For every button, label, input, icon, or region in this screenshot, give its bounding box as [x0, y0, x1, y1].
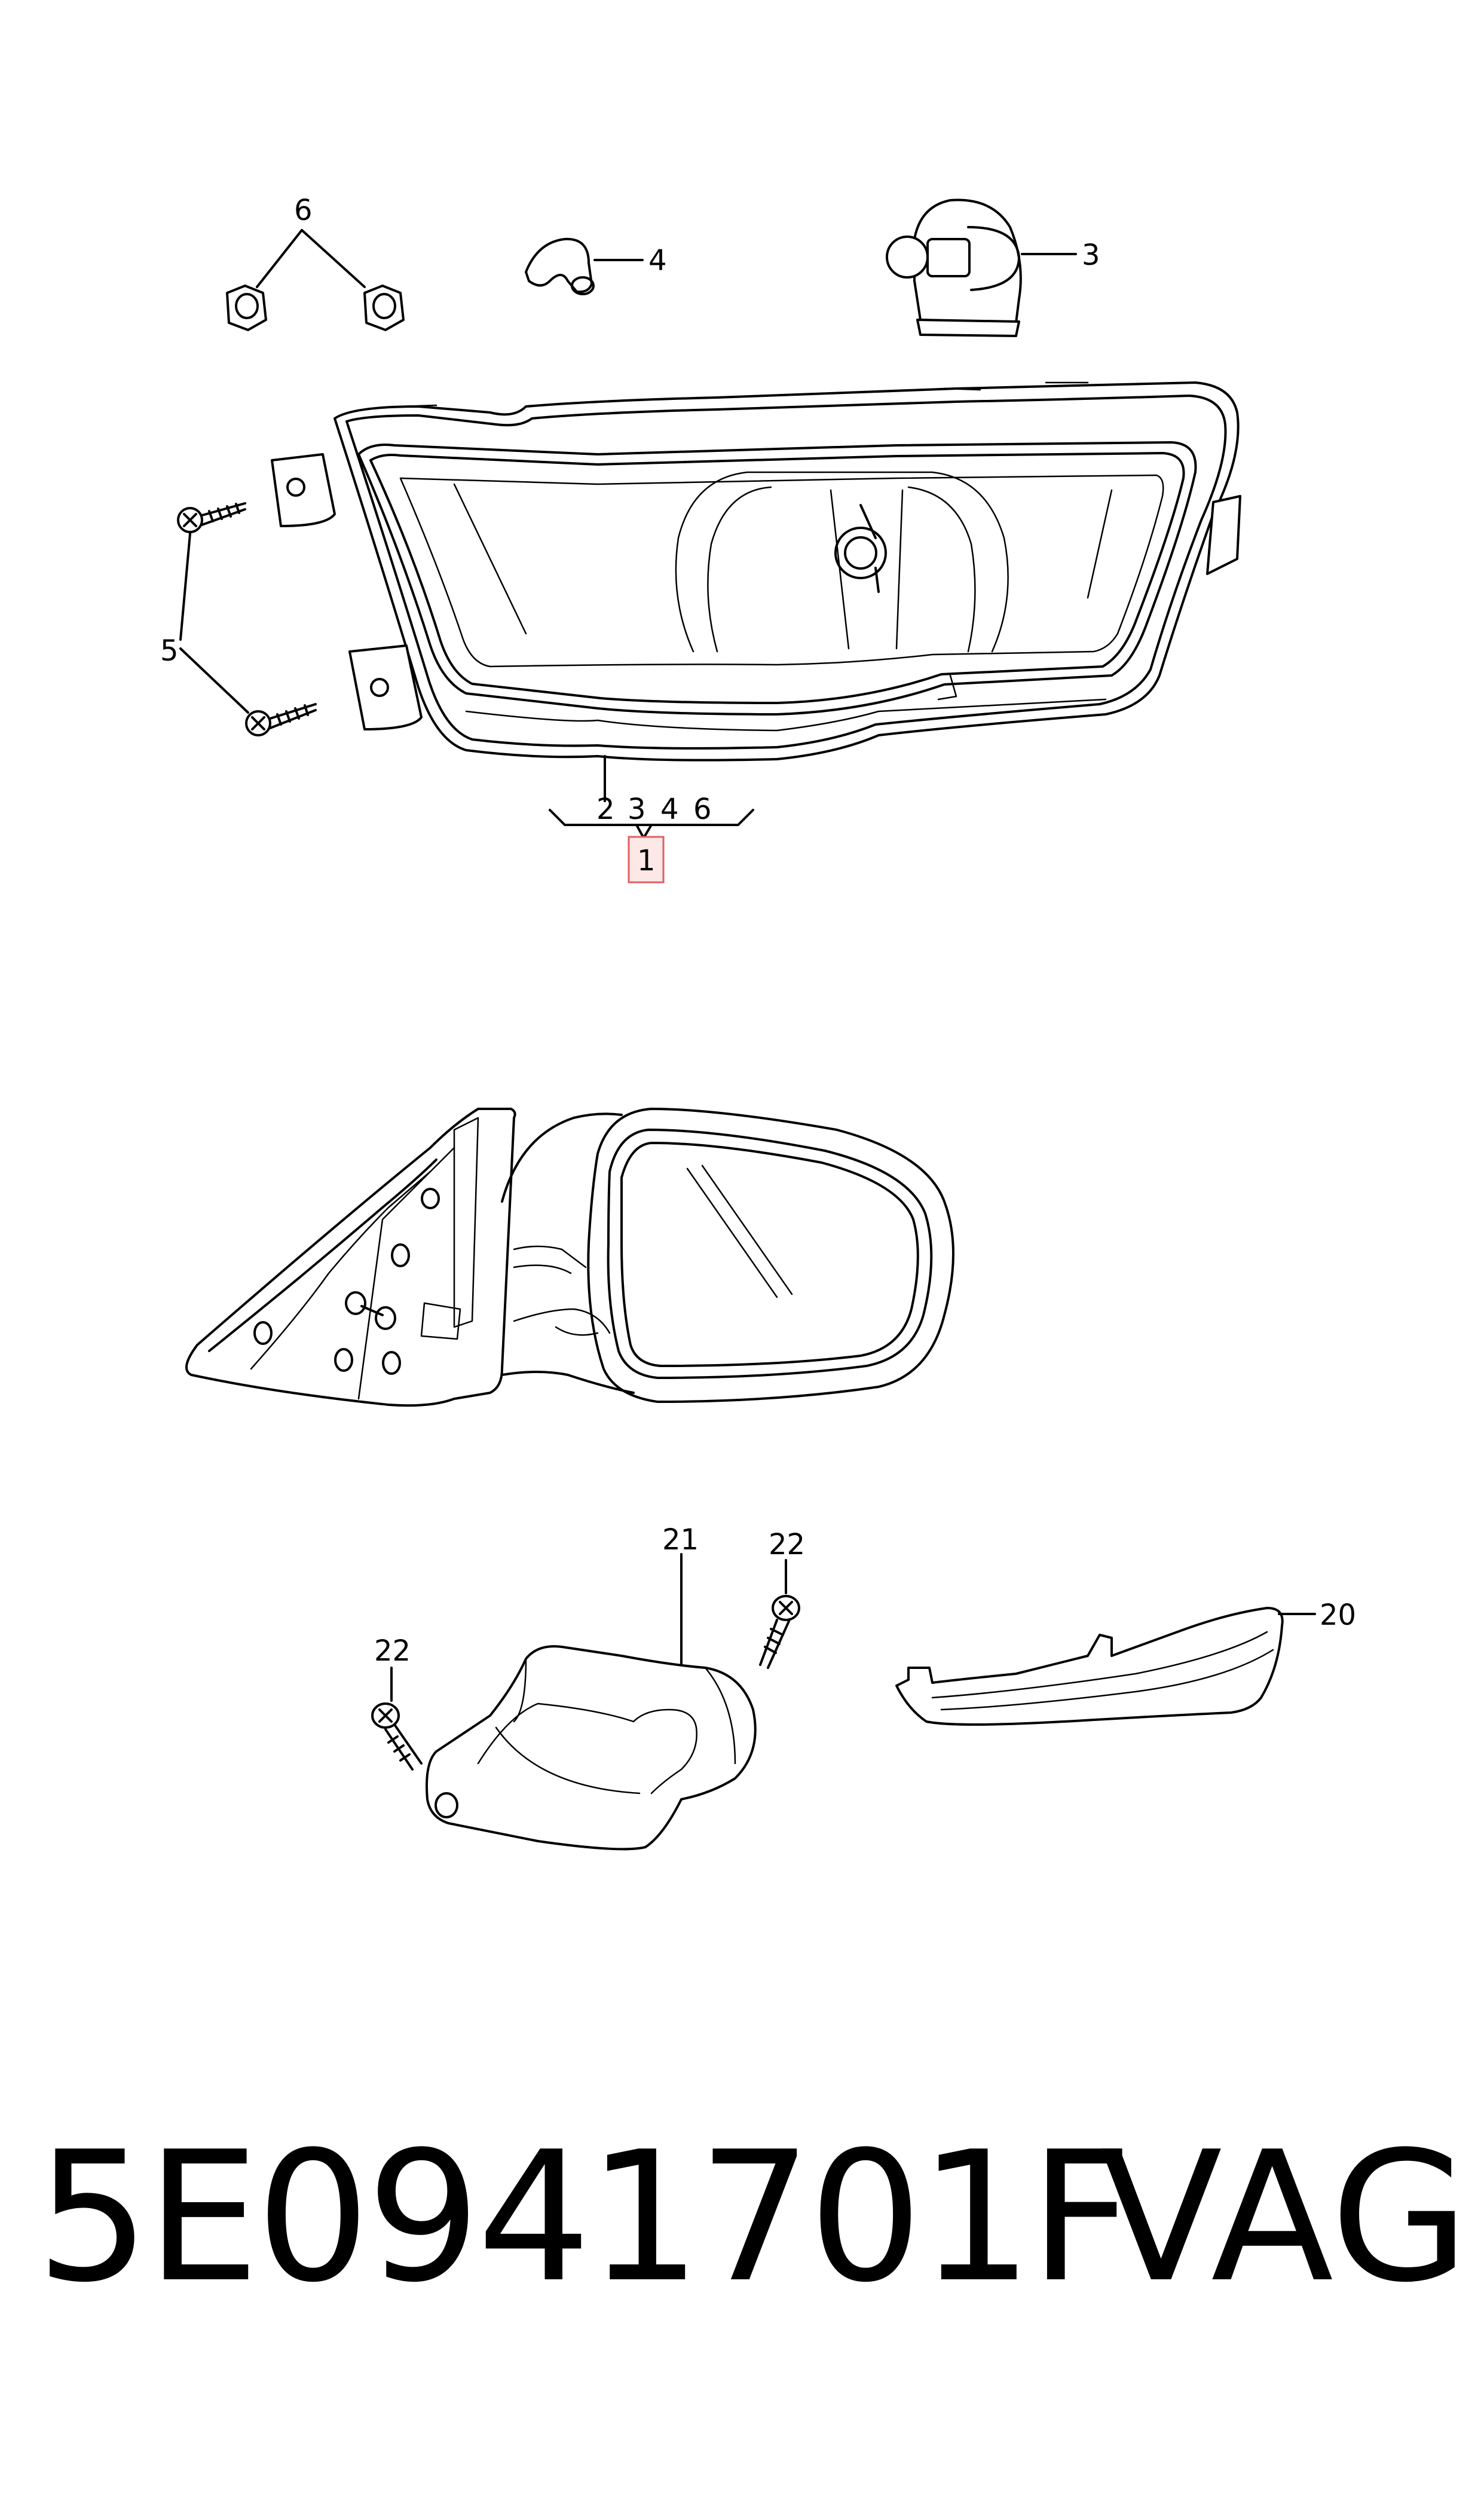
part-4-connector: 4 [525, 237, 667, 295]
part-20-indicator: 20 [895, 1598, 1356, 1726]
part-22-screw-lower: 22 [371, 1634, 423, 1771]
part-3-bulb: 3 [886, 198, 1100, 337]
callout-group-2: 2 [596, 793, 615, 826]
nut-left [226, 285, 267, 331]
callout-group-4: 4 [660, 793, 679, 826]
callout-20: 20 [1320, 1598, 1356, 1632]
mirror-assembly [185, 1108, 954, 1407]
callout-1: 1 [637, 844, 656, 878]
highlight-box [628, 836, 665, 883]
callout-6: 6 [294, 194, 313, 227]
brand-name: VAG [1100, 2113, 1470, 2322]
part-1-callout-group: 2 3 4 6 1 [549, 755, 754, 883]
callout-group-3: 3 [628, 793, 646, 826]
screw-upper [177, 502, 246, 533]
callout-4: 4 [648, 244, 667, 277]
nut-right [363, 285, 405, 331]
part-1-fog-light [271, 381, 1241, 762]
part-6-nuts: 6 [226, 194, 405, 331]
callout-22-lower: 22 [374, 1634, 411, 1668]
screw-lower [245, 703, 317, 736]
callout-group-6: 6 [693, 793, 712, 826]
callout-21: 21 [662, 1523, 699, 1557]
callout-3: 3 [1082, 239, 1100, 272]
part-5-screws: 5 [160, 502, 317, 736]
part-number: 5E0941701F [36, 2113, 1133, 2322]
part-21-cover: 21 [426, 1523, 757, 1851]
callout-5: 5 [160, 634, 179, 668]
part-22-screw-upper: 22 [759, 1528, 805, 1669]
callout-22-upper: 22 [769, 1528, 805, 1561]
